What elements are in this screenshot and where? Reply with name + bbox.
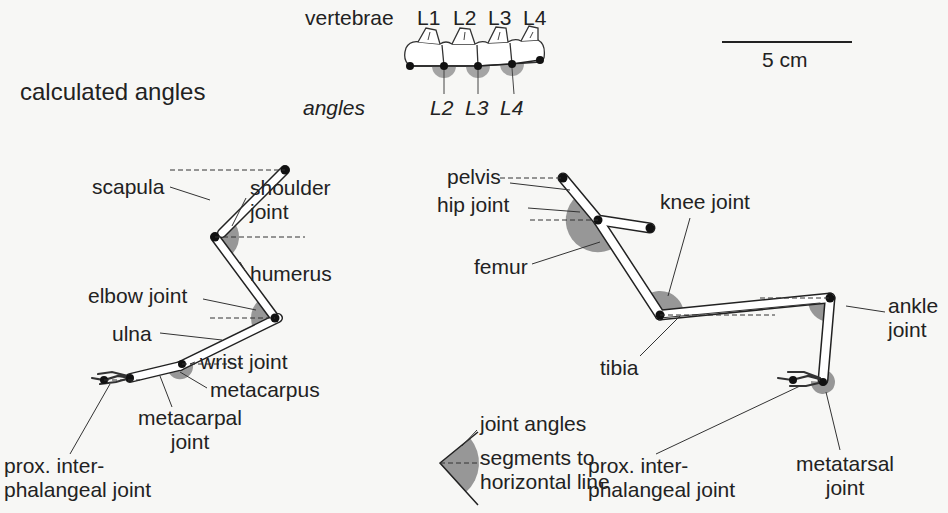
joint-label: shoulder joint [250, 176, 350, 223]
part-label: pelvis [447, 165, 501, 189]
hindlimb-joint-angles [566, 195, 835, 394]
hindlimb-bones [563, 178, 830, 386]
angle-name: L4 [500, 96, 523, 120]
vertebra-name: L2 [453, 6, 476, 30]
joint-label: metacarpal joint [130, 406, 250, 453]
hindlimb-points [559, 174, 835, 387]
joint-label: metatarsal joint [785, 452, 905, 499]
joint-label: elbow joint [88, 284, 187, 308]
forelimb-leaders [70, 187, 256, 454]
section-label: angles [303, 96, 365, 120]
vertebra-name: L4 [523, 6, 546, 30]
vertebra-name: L3 [488, 6, 511, 30]
legend-text: joint angles [480, 412, 586, 435]
part-label: metacarpus [210, 378, 320, 402]
part-label: femur [474, 255, 528, 279]
legend-sample [440, 430, 482, 505]
scale-bar [722, 41, 852, 43]
legend-entry: segments to horizontal line [480, 446, 630, 493]
part-label: ulna [112, 322, 152, 346]
hindlimb-horizontals [500, 178, 830, 315]
joint-label: knee joint [660, 190, 750, 214]
legend-text: segments to horizontal line [480, 446, 610, 493]
section-label: vertebrae [305, 6, 394, 30]
part-label: tibia [600, 356, 639, 380]
vertebra-leaders [428, 32, 533, 94]
part-label: humerus [250, 262, 332, 286]
joint-label: hip joint [437, 193, 509, 217]
part-label: scapula [92, 175, 164, 199]
scale-label: 5 cm [762, 48, 808, 72]
angle-name: L2 [430, 96, 453, 120]
angle-name: L3 [465, 96, 488, 120]
joint-label: prox. inter- phalangeal joint [4, 454, 174, 501]
vertebra-name: L1 [417, 6, 440, 30]
joint-label: prox. inter- phalangeal joint [588, 454, 758, 501]
joint-label: wrist joint [200, 350, 288, 374]
joint-label: ankle joint [888, 294, 943, 341]
vertebral-points [406, 56, 544, 70]
legend-entry: joint angles [480, 412, 650, 436]
vertebrae-drawing [405, 26, 545, 66]
figure-title: calculated angles [20, 78, 205, 106]
